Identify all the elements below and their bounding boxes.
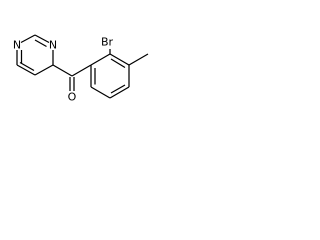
atom-label-n1: N xyxy=(13,39,21,52)
carbonyl-group xyxy=(52,64,92,91)
bond-c5-c6 xyxy=(16,64,36,76)
bond-c5-c6-ring xyxy=(90,86,111,99)
bond-n1-c2 xyxy=(20,34,36,44)
atom-label-bromine: Br xyxy=(101,36,114,49)
bond-carbonyl-aryl xyxy=(71,64,92,77)
benzene-ring xyxy=(90,53,130,99)
atom-label-oxygen: O xyxy=(68,91,77,104)
atom-labels: N N Br O xyxy=(13,36,114,104)
bond-c4-c5-ring xyxy=(109,86,130,99)
bond-c2-c3-double xyxy=(110,58,126,69)
bond-c4-c5 xyxy=(34,64,54,76)
bond-c1-c2 xyxy=(90,53,111,66)
bond-c4-carbonyl xyxy=(52,64,73,77)
bond-c2-c3 xyxy=(109,53,130,66)
atom-label-n3: N xyxy=(49,39,57,52)
bond-c5-c6-double xyxy=(19,61,35,72)
chemical-structure-diagram: N N Br O xyxy=(13,34,149,104)
bond-c4-c5-double xyxy=(110,84,126,94)
bond-c2-n3-double xyxy=(34,39,47,48)
bond-c3-methyl xyxy=(128,53,149,66)
bond-c2-n3 xyxy=(34,34,50,44)
pyrimidine-ring xyxy=(16,34,54,76)
